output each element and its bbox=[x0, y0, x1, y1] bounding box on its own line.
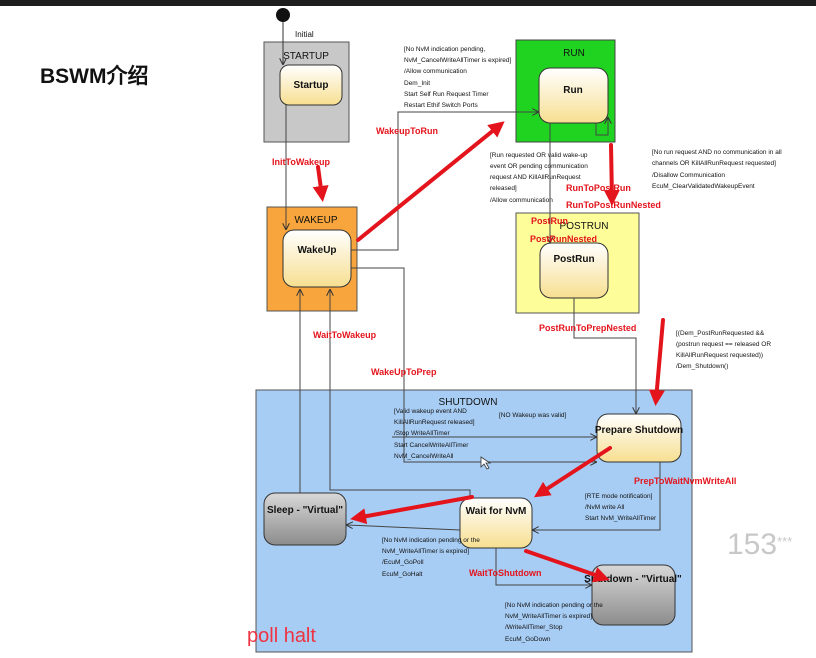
initial-label: Initial bbox=[295, 30, 314, 39]
red-arrow-wakeup-to-run bbox=[356, 121, 505, 242]
red-arrow-to-wakeup bbox=[312, 165, 329, 202]
initial-node bbox=[276, 8, 290, 22]
state-run bbox=[538, 67, 609, 124]
state-postrun bbox=[539, 242, 609, 299]
note-no-wakeup: [NO Wakeup was valid] bbox=[499, 412, 567, 419]
transition-run-self bbox=[595, 118, 608, 136]
label-run-to-postrun-nested: RunToPostRunNested bbox=[566, 200, 661, 210]
label-nvm-write-all: :NvmWriteAll bbox=[680, 476, 736, 486]
transition-wakeup-to-prep bbox=[351, 267, 596, 462]
label-postrun-to-prep-nested: PostRunToPrepNested bbox=[539, 323, 636, 333]
state-prepare-shutdown-label: Prepare Shutdown bbox=[595, 425, 683, 436]
state-postrun-label: PostRun bbox=[553, 254, 594, 265]
note-no-run-request: [No run request AND no communication in … bbox=[652, 149, 784, 190]
label-postrun-nested: PostRunNested bbox=[530, 234, 597, 244]
label-wakeup-to-prep: WakeUpToPrep bbox=[371, 367, 437, 377]
top-bar bbox=[0, 0, 816, 6]
wakeup-region-label: WAKEUP bbox=[295, 215, 338, 226]
state-shutdown-virtual-label: Shutdown - "Virtual" bbox=[584, 574, 682, 585]
transition-wait-to-shutdown bbox=[495, 548, 591, 585]
handwritten-note: poll halt bbox=[247, 625, 316, 647]
red-arrow-prepare-to-wait bbox=[533, 446, 612, 498]
red-arrow-wait-to-sleep bbox=[350, 495, 474, 525]
watermark-stars: *** bbox=[777, 534, 793, 549]
note-valid-wakeup: [Valid wakeup event AND KillAllRunReques… bbox=[394, 408, 476, 460]
state-startup bbox=[279, 64, 343, 106]
watermark: 153*** bbox=[727, 528, 792, 562]
note-dem-postrun: [(Dem_PostRunRequested && (postrun reque… bbox=[676, 330, 773, 370]
postrun-region-label: POSTRUN bbox=[560, 221, 609, 232]
state-run-label: Run bbox=[563, 85, 582, 96]
state-sleep-virtual-label: Sleep - "Virtual" bbox=[267, 505, 343, 516]
note-no-nvm-poll: [No NvM indication pending or the NvM_Wr… bbox=[382, 537, 482, 578]
red-arrow-wait-to-shutdown bbox=[524, 549, 610, 583]
note-rte-notification: [RTE mode notification] /NvM write All S… bbox=[585, 493, 657, 522]
transition-prep-to-wait bbox=[533, 462, 661, 530]
label-wakeup-to-run: WakeupToRun bbox=[376, 126, 438, 136]
state-wakeup-label: WakeUp bbox=[297, 245, 336, 256]
label-prep-to-wait: PrepToWait bbox=[634, 476, 683, 486]
state-startup-label: Startup bbox=[294, 80, 329, 91]
note-run-request: [Run requested OR valid wake-up event OR… bbox=[490, 152, 590, 204]
label-wait-to-wakeup: WaitToWakeup bbox=[313, 330, 377, 340]
state-wait-for-nvm-label: Wait for NvM bbox=[466, 506, 527, 517]
transition-wakeup-to-run bbox=[351, 112, 538, 251]
label-run-to-postrun: RunToPostRun bbox=[566, 183, 631, 193]
state-prepare-shutdown bbox=[596, 413, 682, 463]
transition-postrun-to-prep bbox=[573, 298, 636, 413]
run-region-label: RUN bbox=[563, 48, 585, 59]
label-wait-to-shutdown: WaitToShutdown bbox=[469, 568, 541, 578]
label-init-to-wakeup: InitToWakeup bbox=[272, 157, 330, 167]
note-run-entry: [No NvM indication pending, NvM_CancelWr… bbox=[404, 46, 513, 109]
watermark-number: 153 bbox=[727, 528, 778, 561]
transition-wait-to-wakeup bbox=[330, 290, 471, 498]
red-arrow-to-prepare bbox=[648, 318, 665, 406]
startup-region-label: STARTUP bbox=[283, 51, 329, 62]
note-no-nvm-down: [No NvM indication pending or the NvM_Wr… bbox=[505, 602, 605, 643]
mouse-cursor-icon bbox=[480, 456, 492, 470]
state-sleep-virtual bbox=[263, 492, 347, 546]
page-title: BSWM介绍 bbox=[40, 65, 149, 88]
state-wakeup bbox=[282, 229, 352, 288]
transition-wait-to-sleep bbox=[347, 525, 461, 531]
shutdown-region-label: SHUTDOWN bbox=[439, 397, 498, 408]
label-postrun: PostRun bbox=[531, 216, 568, 226]
red-arrow-run-to-postrun bbox=[603, 143, 620, 206]
state-shutdown-virtual bbox=[591, 564, 676, 626]
